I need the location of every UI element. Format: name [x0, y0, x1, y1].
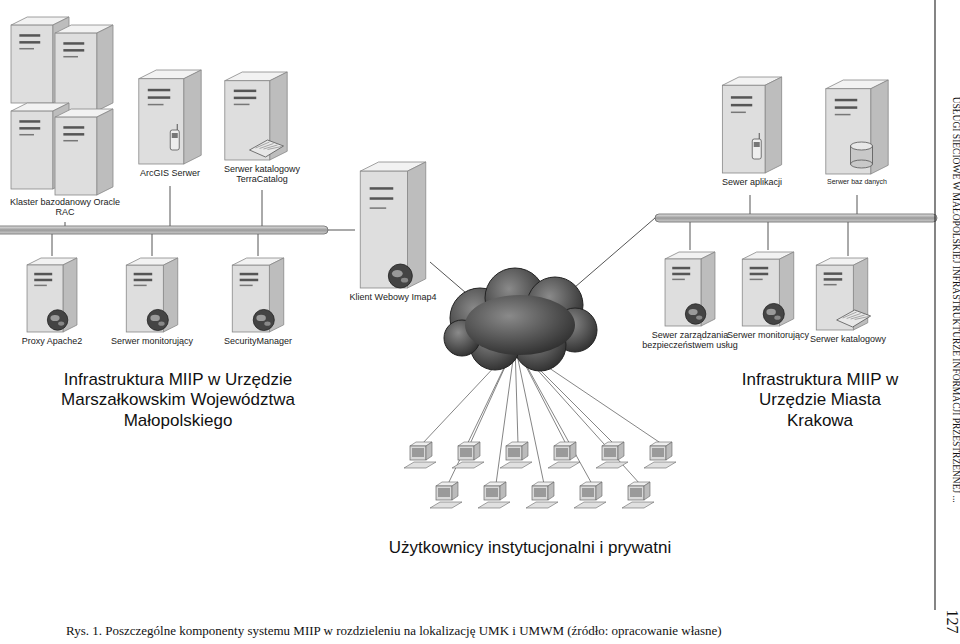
server-label: Serwer baz danych	[812, 178, 902, 186]
network-bus	[655, 214, 937, 222]
server-node: Serwer katalogowy	[805, 256, 891, 344]
server-icon	[735, 250, 801, 330]
server-node: ArcGIS Serwer	[130, 68, 210, 178]
server-label: Serwer monitorujący	[97, 336, 207, 346]
server-label: Serwer katalogowy	[805, 334, 891, 344]
server-icon	[817, 78, 897, 178]
server-label: Proxy Apache2	[17, 336, 87, 346]
server-node: Serwer monitorujący	[722, 250, 814, 340]
users-label: Użytkownicy instytucjonalni i prywatni	[370, 538, 690, 558]
server-node: Klaster bazodanowy Oracle RAC	[9, 15, 121, 218]
server-node: Serwer baz danych	[812, 78, 902, 186]
internet-cloud	[444, 268, 597, 371]
page-number: 127	[942, 610, 960, 634]
server-icon	[658, 250, 722, 330]
group-title: Infrastruktura MIIP w Urzędzie Marszałko…	[18, 370, 338, 431]
server-label: SecurityManager	[208, 336, 308, 346]
margin-rule	[934, 0, 935, 610]
server-label: Serwer monitorujący	[722, 330, 814, 340]
server-node: Sewer zarządzania bezpieczeństwem usług	[642, 250, 738, 351]
server-label: Klient Webowy Imap4	[348, 292, 438, 302]
server-node: Proxy Apache2	[17, 256, 87, 346]
server-node: Klient Webowy Imap4	[348, 160, 438, 302]
server-node: Serwer katalogowy TerraCatalog	[212, 70, 312, 185]
server-icon	[714, 75, 790, 177]
server-label: ArcGIS Serwer	[130, 168, 210, 178]
server-icon	[815, 256, 881, 334]
server-icon	[119, 256, 185, 336]
server-label: Serwer katalogowy TerraCatalog	[212, 164, 312, 185]
server-label: Klaster bazodanowy Oracle RAC	[9, 197, 121, 218]
server-icon	[225, 256, 291, 336]
user-computers	[404, 442, 676, 508]
server-icon	[9, 15, 121, 197]
server-label: Sewer aplikacji	[707, 177, 797, 187]
server-node: SecurityManager	[208, 256, 308, 346]
group-title: Infrastruktura MIIP w Urzędzie Miasta Kr…	[730, 370, 910, 431]
network-bus	[0, 226, 328, 234]
server-icon	[130, 68, 210, 168]
server-label: Sewer zarządzania bezpieczeństwem usług	[642, 330, 738, 351]
running-header: USŁUGI SIECIOWE W MAŁOPOLSKIEJ INFRASTRU…	[949, 97, 960, 503]
server-icon	[20, 256, 84, 336]
server-icon	[222, 70, 302, 164]
server-node: Sewer aplikacji	[707, 75, 797, 187]
server-icon	[351, 160, 435, 292]
server-node: Serwer monitorujący	[97, 256, 207, 346]
figure-caption: Rys. 1. Poszczególne komponenty systemu …	[66, 623, 722, 639]
